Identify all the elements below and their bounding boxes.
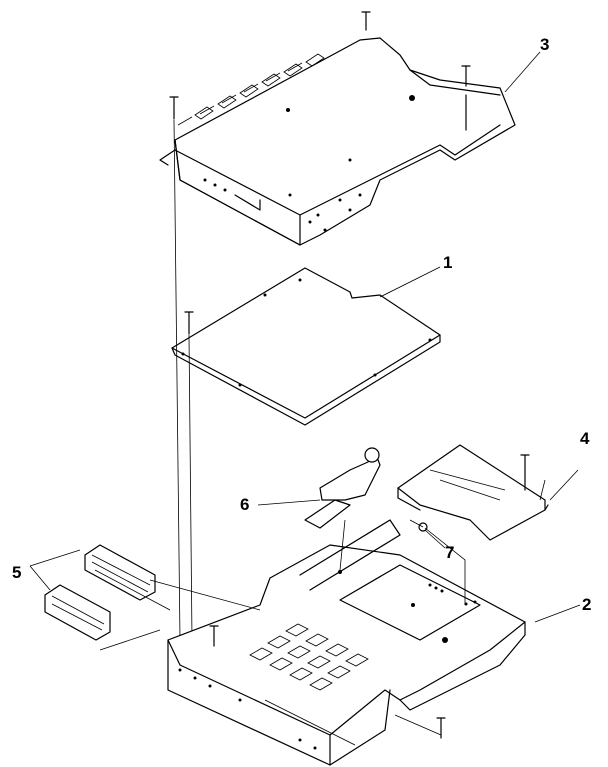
callout-1: 1	[379, 253, 452, 298]
part-6-lever	[304, 447, 381, 529]
callout-7-label: 7	[445, 543, 454, 562]
callout-1-label: 1	[443, 253, 452, 272]
callout-6-label: 6	[240, 495, 249, 514]
part-7-nut	[409, 519, 428, 532]
part-5-connector-lower	[44, 584, 111, 641]
screw-bracket	[520, 454, 530, 491]
callout-5-label: 5	[12, 563, 21, 582]
part-5-connector-upper	[84, 544, 156, 601]
screw-top-b	[461, 65, 471, 131]
callout-4-label: 4	[580, 429, 590, 448]
callout-5: 5	[12, 549, 81, 591]
assembly-guide-lines	[173, 119, 193, 641]
part-3-top-cover	[159, 37, 516, 246]
screw-board	[184, 311, 194, 335]
part-1-circuit-board	[171, 267, 441, 426]
screw-base-a	[209, 625, 219, 647]
screw-top-a	[361, 11, 371, 31]
screw-top-c	[169, 96, 179, 120]
callout-2-label: 2	[582, 595, 591, 614]
callout-2: 2	[534, 595, 591, 623]
callout-3-label: 3	[540, 35, 549, 54]
screw-base-b	[394, 714, 446, 739]
callout-6: 6	[240, 495, 321, 514]
callout-4: 4	[539, 429, 590, 501]
part-2-base-chassis	[94, 519, 526, 766]
part-4-bracket	[397, 444, 549, 541]
callout-3: 3	[504, 35, 549, 93]
callout-7: 7	[424, 529, 454, 562]
